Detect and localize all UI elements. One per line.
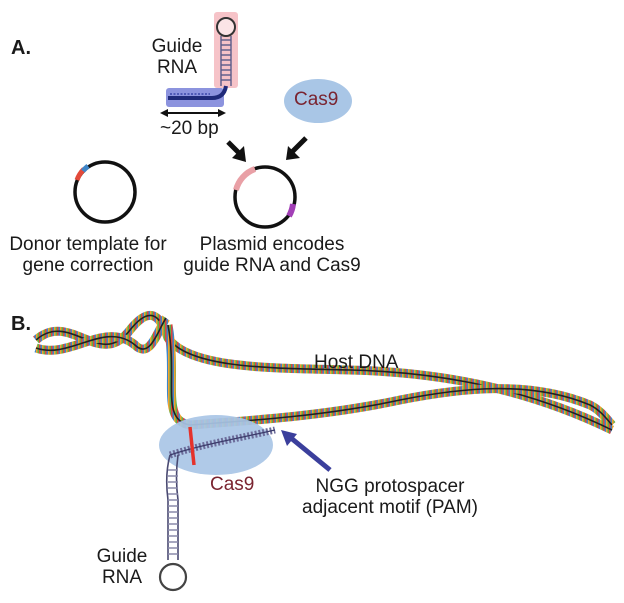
donor-label-line1: Donor template for xyxy=(9,234,167,255)
guide-rna-stem xyxy=(220,36,232,86)
guide-rna-loop-b xyxy=(158,562,188,592)
guide-rna-label-b: Guide RNA xyxy=(92,546,152,589)
guide-rna-label-a-line1: Guide xyxy=(151,36,203,57)
plasmid-cas9-insert xyxy=(286,203,296,218)
guide-rna-label-b-line1: Guide xyxy=(96,546,148,567)
guide-rna-loop xyxy=(216,17,236,37)
pam-label-line1: NGG protospacer xyxy=(315,476,465,497)
guide-rna-spacer xyxy=(168,85,228,100)
cas9-label-b: Cas9 xyxy=(210,474,255,495)
guide-rna-label-a-line2: RNA xyxy=(156,57,198,79)
guide-rna-stem-b xyxy=(165,454,179,560)
cas9-to-plasmid-arrow xyxy=(286,136,308,160)
cas9-label-a: Cas9 xyxy=(294,89,339,110)
pam-label-line2: adjacent motif (PAM) xyxy=(302,497,478,519)
host-dna-label: Host DNA xyxy=(314,352,399,373)
plasmid-label: Plasmid encodes guide RNA and Cas9 xyxy=(177,234,367,277)
pam-arrow xyxy=(281,430,332,472)
expression-plasmid xyxy=(233,165,297,229)
panel-a xyxy=(73,12,352,229)
pam-label: NGG protospacer adjacent motif (PAM) xyxy=(290,476,490,519)
length-label: ~20 bp xyxy=(160,118,219,139)
guide-rna-label-b-line2: RNA xyxy=(101,567,143,589)
panel-b xyxy=(33,310,616,592)
guide-rna-label-a: Guide RNA xyxy=(147,36,207,79)
donor-label-line2: gene correction xyxy=(22,255,154,277)
cut-site-mark xyxy=(188,426,196,466)
plasmid-label-line1: Plasmid encodes xyxy=(199,234,345,255)
plasmid-label-line2: guide RNA and Cas9 xyxy=(183,255,361,277)
panel-b-label: B. xyxy=(11,313,31,335)
plasmid-guide-insert xyxy=(233,166,257,191)
cas9-protein xyxy=(284,79,352,123)
panel-a-label: A. xyxy=(11,37,31,59)
donor-template-label: Donor template for gene correction xyxy=(0,234,176,277)
length-arrow xyxy=(160,109,226,117)
donor-template-plasmid xyxy=(73,160,137,224)
guide-to-plasmid-arrow xyxy=(226,140,246,162)
